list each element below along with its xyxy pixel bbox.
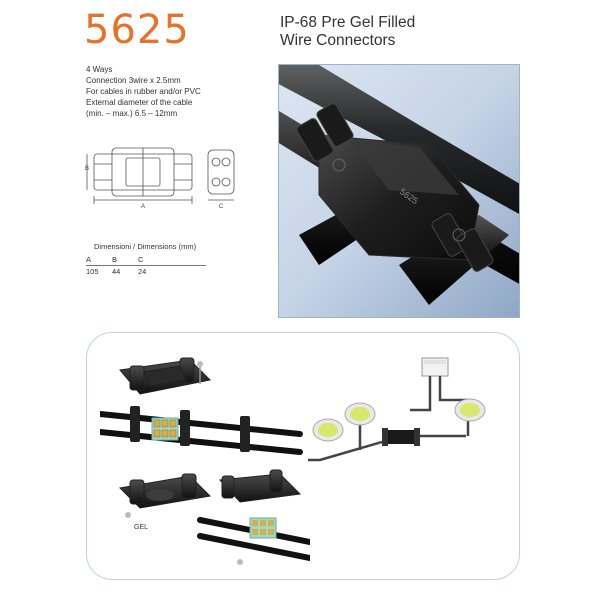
- spec-cable-type: For cables in rubber and/or PVC: [86, 87, 201, 96]
- spec-diameter: External diameter of the cable: [86, 98, 193, 107]
- specifications: 4 Ways Connection 3wire x 2.5mm For cabl…: [86, 64, 201, 119]
- dimensions-value-row: 105 44 24: [86, 266, 206, 276]
- dimensions-value-a: 105: [86, 266, 99, 276]
- product-title: IP-68 Pre Gel Filled Wire Connectors: [280, 14, 415, 50]
- spec-connection: Connection 3wire x 2.5mm: [86, 76, 181, 85]
- dimensions-divider: [86, 265, 206, 266]
- dim-label-b: B: [85, 166, 89, 172]
- dimensions-header-a: A: [86, 254, 92, 264]
- installation-diagram: [308, 357, 486, 462]
- title-line-2: Wire Connectors: [280, 32, 396, 49]
- dimensions-table: Dimensioni / Dimensions (mm) A B C 105 4…: [86, 242, 206, 276]
- gel-label: GEL: [134, 524, 149, 531]
- dim-label-a: A: [141, 204, 145, 210]
- dimensions-value-c: 24: [138, 266, 147, 276]
- exploded-assembly-illustration: [100, 357, 310, 565]
- dimensions-header-row: A B C: [86, 254, 206, 264]
- dimensions-header-c: C: [138, 254, 144, 264]
- dim-label-c: C: [219, 204, 224, 210]
- product-photo: 5625: [278, 64, 520, 318]
- spec-diameter-range: (min. – max.) 6.5 – 12mm: [86, 109, 178, 118]
- title-line-1: IP-68 Pre Gel Filled: [280, 14, 416, 31]
- spec-ways: 4 Ways: [86, 65, 113, 74]
- dimensions-title: Dimensioni / Dimensions (mm): [94, 242, 197, 251]
- model-number: 5625: [84, 7, 190, 53]
- technical-drawing: A B C: [85, 147, 235, 210]
- illustration-panel: [86, 332, 520, 580]
- dimensions-header-b: B: [112, 254, 118, 264]
- dimensions-value-b: 44: [112, 266, 121, 276]
